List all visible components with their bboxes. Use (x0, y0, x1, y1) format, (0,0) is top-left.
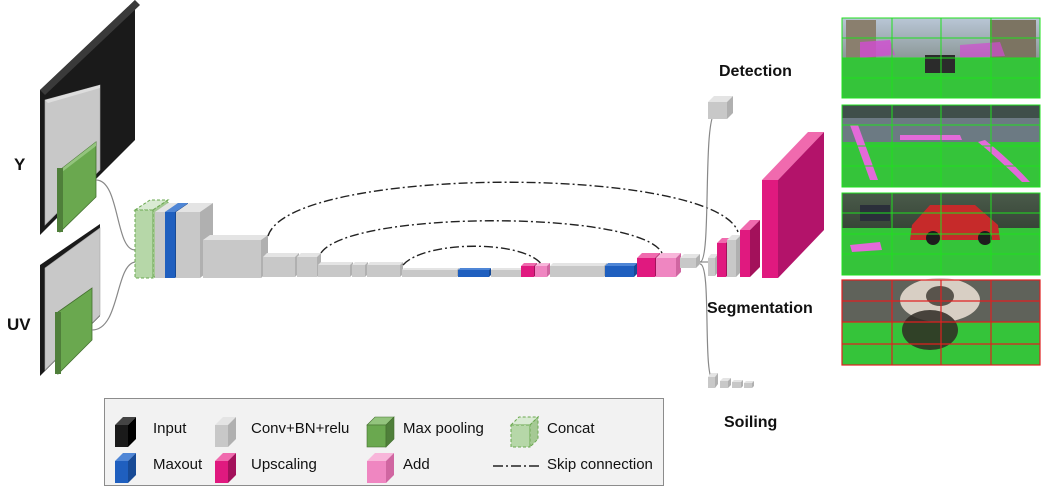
enc-conv-7 (318, 262, 353, 277)
legend: Input Conv+BN+relu Max pooling Concat Ma… (104, 398, 664, 486)
legend-add-label: Add (403, 456, 430, 473)
dec-conv-2 (680, 254, 700, 268)
legend-pool-label: Max pooling (403, 420, 484, 437)
legend-concat-swatch (509, 415, 540, 449)
enc-conv-10 (402, 268, 459, 277)
uv-to-concat-curve (91, 261, 136, 331)
segmentation-output-image-2 (841, 192, 1041, 276)
encoder (133, 199, 523, 279)
soiling-label: Soiling (724, 414, 777, 431)
legend-concat-label: Concat (547, 420, 595, 437)
legend-add-swatch (367, 453, 394, 483)
decoder (521, 253, 700, 277)
heads (699, 96, 824, 388)
legend-upscale-label: Upscaling (251, 456, 317, 473)
legend-input-label: Input (153, 420, 187, 437)
skip-connections (267, 181, 739, 266)
segmentation-stack (708, 132, 824, 278)
detection-output-image (841, 17, 1041, 99)
dec-upscale-1 (521, 263, 537, 277)
legend-maxout-label: Maxout (153, 456, 203, 473)
legend-swatches (115, 415, 540, 483)
branch-to-soiling (699, 263, 715, 383)
y-input-label: Y (14, 155, 26, 174)
segmentation-output-image-1 (841, 104, 1041, 188)
legend-conv-label: Conv+BN+relu (251, 420, 350, 437)
legend-skip-label: Skip connection (547, 456, 653, 473)
dec-add-2 (656, 253, 681, 277)
skip-connection-inner (402, 245, 543, 266)
legend-pool-swatch (366, 416, 395, 448)
soiling-blocks (708, 373, 754, 388)
enc-conv-5 (263, 253, 299, 277)
legend-upscale-swatch (215, 453, 236, 483)
enc-conv-9 (367, 262, 403, 277)
detection-conv-block (708, 96, 733, 119)
enc-conv-11 (491, 268, 523, 277)
enc-conv-8 (352, 262, 368, 277)
enc-maxout-2 (458, 268, 491, 277)
uv-input-stack (40, 224, 101, 376)
enc-conv-4 (232, 235, 268, 278)
dec-maxout-1 (605, 263, 637, 277)
soiling-output-image (841, 278, 1041, 366)
dec-conv-1 (550, 263, 607, 277)
enc-conv-6 (297, 253, 321, 277)
legend-maxout-swatch (115, 453, 136, 483)
segmentation-label: Segmentation (707, 300, 813, 317)
y-to-concat-curve (95, 179, 136, 251)
skip-connection-outer (267, 181, 739, 237)
legend-input-swatch (115, 417, 136, 447)
legend-conv-swatch (215, 417, 236, 447)
dec-add-1 (535, 263, 550, 277)
output-thumbnails (841, 17, 1041, 366)
y-input-stack (40, 0, 140, 235)
detection-label: Detection (719, 63, 792, 80)
uv-input-label: UV (7, 315, 31, 334)
skip-connection-middle (320, 220, 663, 254)
branch-to-detection (699, 111, 717, 263)
